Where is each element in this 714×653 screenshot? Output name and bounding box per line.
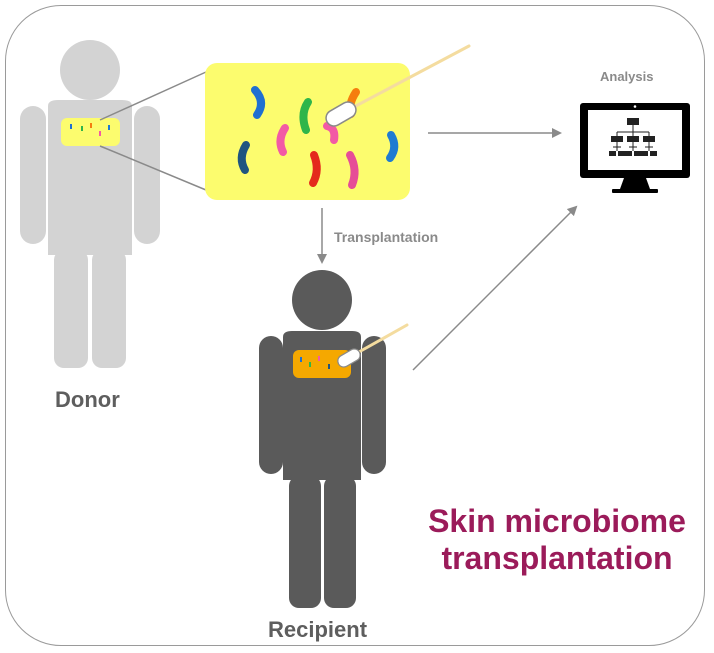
donor-label: Donor [55, 387, 120, 412]
recipient-figure [259, 270, 386, 608]
bacteria-icon [237, 86, 399, 189]
computer-monitor-icon [580, 103, 690, 193]
recipient-label: Recipient [268, 617, 368, 642]
donor-figure [20, 40, 160, 368]
skin-sample [205, 44, 471, 200]
title-line-2: transplantation [441, 540, 673, 576]
swab-icon [337, 323, 409, 368]
diagram-title: Skin microbiome transplantation [412, 503, 702, 577]
recipient-analysis-arrow [412, 205, 578, 371]
diagram-frame [5, 5, 705, 646]
arrows [317, 128, 578, 371]
swab-icon [325, 44, 471, 127]
analysis-label: Analysis [600, 69, 654, 84]
hierarchy-diagram-icon [609, 118, 657, 156]
donor-skin-patch [61, 118, 120, 146]
transplantation-label: Transplantation [334, 229, 439, 245]
zoom-lines [99, 71, 207, 191]
title-line-1: Skin microbiome [428, 503, 686, 539]
